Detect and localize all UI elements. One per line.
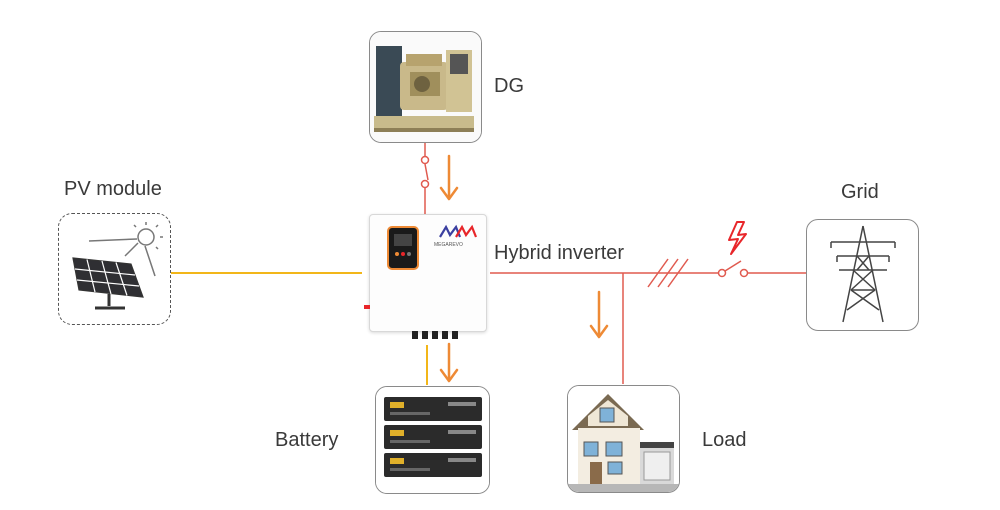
load-box [567,385,680,493]
grid-breaker-switch [724,260,742,272]
dg-breaker-contact-top [420,155,430,165]
grid-breaker-contact-left [717,268,727,278]
load-flow-arrow [589,290,609,339]
grid-label: Grid [841,181,879,203]
inverter-side-switch [364,305,370,309]
transmission-tower-icon [830,225,896,323]
dg-breaker-switch [424,163,429,181]
diesel-generator-box [369,31,482,143]
solar-panel-icon [72,222,163,310]
dg-flow-arrow [439,154,459,201]
battery-flow-arrow [439,342,459,383]
hybrid-inverter: MEGAREVO [364,214,487,339]
grid-breaker-contact-right [739,268,749,278]
dg-label: DG [494,75,524,97]
diesel-generator-icon [370,32,481,142]
multiphase-hatch [647,258,689,288]
pv-module-box [58,213,171,325]
inverter-connectors [412,331,472,339]
inverter-label: Hybrid inverter [494,242,625,264]
grid-box [806,219,919,331]
sun-icon [88,222,163,277]
panel-grid [72,257,144,298]
lightning-icon [728,221,747,255]
battery-box [375,386,490,494]
house-icon [568,386,679,492]
load-label: Load [702,429,747,451]
dg-breaker-contact-bottom [420,179,430,189]
inverter-logo-icon [439,224,478,238]
pv-label: PV module [64,178,162,200]
inverter-brand-text: MEGAREVO [434,242,463,248]
inverter-display-panel [387,226,419,270]
battery-label: Battery [275,429,339,451]
battery-rack-icon [376,387,489,493]
